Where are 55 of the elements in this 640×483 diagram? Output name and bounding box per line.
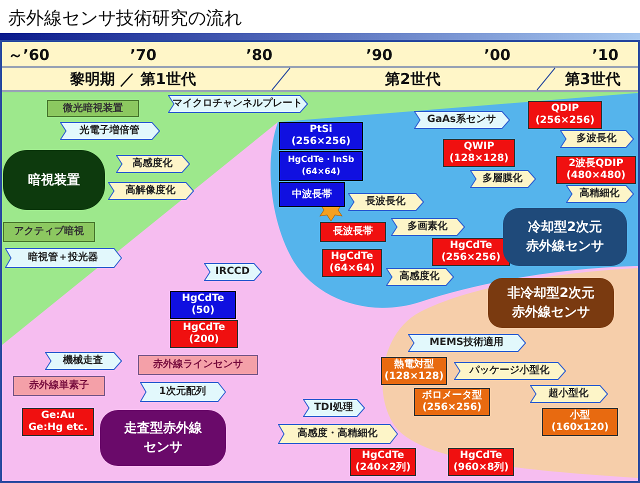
arrow-tag: 暗視管＋投光器 [5, 248, 122, 268]
arrow-tag: MEMS技術適用 [408, 334, 526, 352]
year-label: ’80 [246, 46, 273, 64]
category-badge: 非冷却型2次元赤外線センサ [488, 278, 614, 328]
sensor-label: HgCdTe・InSb (64×64) [279, 151, 363, 181]
year-label: ～’60 [8, 46, 50, 65]
arrow-tag: IRCCD [204, 263, 262, 281]
sensor-label: HgCdTe (50) [170, 291, 236, 319]
sensor-label: 長波長帯 [320, 222, 386, 242]
arrow-tag: 高解像度化 [108, 182, 194, 200]
arrow-tag: 高精細化 [566, 185, 634, 203]
sensor-label: HgCdTe (256×256) [432, 238, 510, 266]
sensor-label: 小型 (160x120) [542, 408, 618, 436]
category-badge: 冷却型2次元赤外線センサ [503, 208, 627, 266]
arrow-tag: GaAs系センサ [414, 111, 510, 129]
sensor-label: HgCdTe (64×64) [322, 249, 382, 277]
era-label: 黎明期 ／ 第1世代 [70, 70, 196, 89]
arrow-tag: 多画素化 [391, 218, 465, 236]
arrow-tag: 機械走査 [45, 352, 122, 370]
arrow-tag: 光電子増倍管 [60, 122, 160, 140]
arrow-tag: 超小型化 [530, 385, 608, 403]
era-label: 第3世代 [565, 70, 620, 89]
arrow-tag: 高感度化 [116, 155, 190, 173]
sensor-label: 熱電対型 (128×128) [381, 357, 447, 385]
sensor-label: 中波長帯 [279, 182, 345, 207]
arrow-tag: 高感度化 [386, 268, 454, 286]
year-label: ’70 [130, 46, 157, 64]
sensor-label: PtSi (256×256) [279, 122, 363, 150]
arrow-tag: パッケージ小型化 [454, 362, 566, 380]
sensor-label: HgCdTe (200) [170, 320, 238, 348]
arrow-tag: 多波長化 [560, 130, 634, 148]
category-label: 赤外線ラインセンサ [138, 355, 258, 375]
sensor-label: 2波長QDIP (480×480) [556, 156, 636, 184]
sensor-label: Ge:Au Ge:Hg etc. [22, 408, 94, 436]
sensor-label: QDIP (256×256) [528, 101, 602, 129]
category-badge: 暗視装置 [3, 150, 105, 210]
arrow-tag: 1次元配列 [140, 382, 226, 402]
arrow-tag: TDI処理 [303, 399, 365, 417]
sensor-label: HgCdTe (960×8列) [448, 448, 514, 476]
sensor-label: HgCdTe (240×2列) [350, 448, 416, 476]
title: 赤外線センサ技術研究の流れ [8, 7, 242, 30]
category-label: 微光暗視装置 [47, 100, 139, 117]
year-label: ’00 [484, 46, 511, 64]
category-label: 赤外線単素子 [13, 376, 105, 396]
arrow-tag: 多層膜化 [470, 170, 536, 188]
arrow-tag: 高感度・高精細化 [278, 424, 398, 444]
sensor-label: QWIP (128×128) [443, 139, 515, 167]
sensor-label: ボロメータ型 (256×256) [414, 388, 490, 416]
category-badge: 走査型赤外線センサ [100, 410, 226, 466]
arrow-tag: 長波長化 [348, 193, 424, 211]
era-label: 第2世代 [385, 70, 440, 89]
arrow-tag: マイクロチャンネルプレート [168, 95, 308, 113]
year-label: ’90 [366, 46, 393, 64]
year-label: ’10 [592, 46, 619, 64]
category-label: アクティブ暗視 [3, 222, 95, 242]
